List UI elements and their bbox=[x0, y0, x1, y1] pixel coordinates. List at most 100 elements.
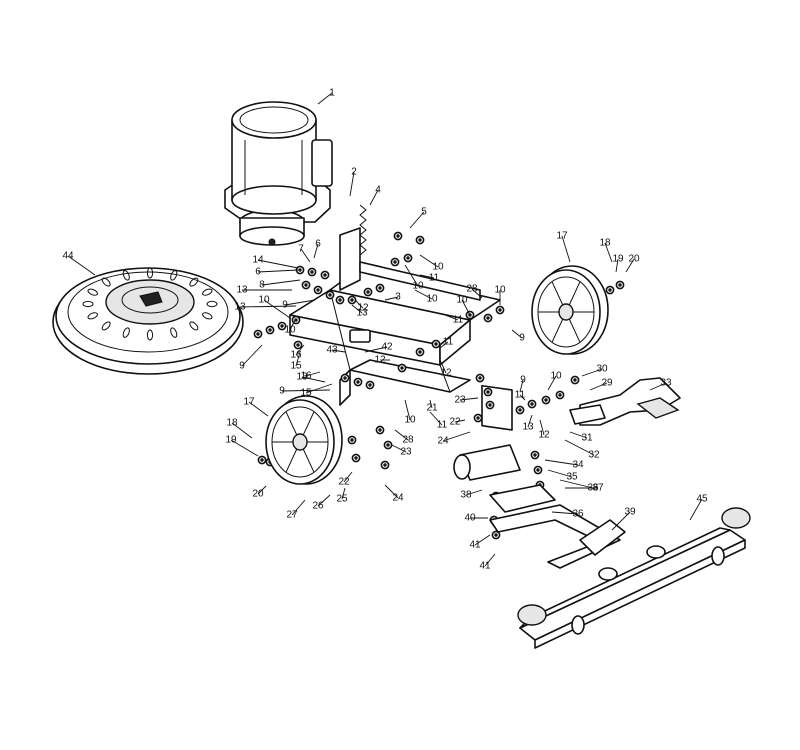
pad-slot bbox=[202, 288, 213, 296]
leader-line bbox=[391, 444, 407, 453]
leader-line bbox=[404, 399, 411, 421]
leader-line bbox=[544, 459, 579, 466]
leader-line bbox=[248, 401, 269, 417]
callout-number: 11 bbox=[515, 390, 526, 401]
spring bbox=[359, 204, 367, 256]
hardware-hole bbox=[418, 350, 422, 354]
callout-number: 15 bbox=[290, 361, 302, 372]
callout-number: 39 bbox=[624, 507, 636, 518]
callout-number: 13 bbox=[522, 422, 534, 433]
leader-line bbox=[231, 422, 253, 439]
callout-number: 12 bbox=[440, 368, 452, 379]
leader-line bbox=[442, 431, 471, 442]
hardware-hole bbox=[618, 283, 622, 287]
hardware-hole bbox=[418, 238, 422, 242]
leader-line bbox=[551, 511, 579, 515]
hardware-hole bbox=[396, 234, 400, 238]
hardware-hole bbox=[533, 453, 537, 457]
callout-number: 10 bbox=[432, 262, 444, 273]
hardware-hole bbox=[486, 390, 490, 394]
callout-number: 7 bbox=[298, 244, 304, 255]
leader-line bbox=[384, 484, 399, 499]
leader-line bbox=[589, 382, 608, 391]
hardware-hole bbox=[536, 468, 540, 472]
leader-line bbox=[300, 248, 311, 263]
callout-number: 28 bbox=[402, 435, 414, 446]
leader-line bbox=[257, 259, 299, 269]
callout-number: 36 bbox=[587, 483, 599, 494]
leader-line bbox=[281, 389, 331, 392]
hardware-hole bbox=[544, 398, 548, 402]
leader-line bbox=[465, 489, 483, 496]
hardware-hole bbox=[368, 383, 372, 387]
pad-slot bbox=[82, 300, 94, 308]
foot-pedal bbox=[569, 377, 681, 426]
wheel-left bbox=[265, 395, 343, 485]
callout-number: 40 bbox=[464, 513, 476, 524]
hardware-hole bbox=[328, 293, 332, 297]
callout-number: 9 bbox=[279, 386, 285, 397]
hardware-hole bbox=[256, 332, 260, 336]
handle-bracket bbox=[453, 444, 556, 513]
hardware-hole bbox=[393, 260, 397, 264]
callout-number: 15 bbox=[300, 388, 312, 399]
callout-number: 22 bbox=[338, 477, 350, 488]
leader-line bbox=[625, 258, 635, 273]
callout-number: 27 bbox=[286, 510, 298, 521]
hardware-hole bbox=[338, 298, 342, 302]
callout-number: 25 bbox=[336, 494, 348, 505]
hardware-hole bbox=[518, 408, 522, 412]
pad-slot bbox=[122, 270, 130, 281]
callout-number: 6 bbox=[255, 267, 261, 278]
callout-number: 44 bbox=[62, 251, 74, 262]
hardware-hole bbox=[323, 273, 327, 277]
hardware-hole bbox=[400, 366, 404, 370]
leader-line bbox=[547, 469, 573, 478]
callout-number: 13 bbox=[234, 302, 246, 313]
pad-slot bbox=[146, 329, 154, 341]
callout-number: 10 bbox=[456, 295, 468, 306]
hardware-hole bbox=[530, 402, 534, 406]
callout-number: 12 bbox=[538, 430, 550, 441]
leader-line bbox=[230, 439, 259, 457]
leader-line bbox=[471, 288, 483, 299]
leader-line bbox=[305, 383, 333, 394]
leader-line bbox=[615, 258, 619, 273]
callout-number: 24 bbox=[437, 436, 449, 447]
leader-line bbox=[511, 329, 523, 339]
leader-line bbox=[454, 419, 466, 423]
pad-slot bbox=[122, 327, 130, 338]
callout-number: 26 bbox=[312, 501, 324, 512]
leader-line bbox=[429, 399, 433, 409]
leader-line bbox=[547, 375, 557, 391]
leader-lines bbox=[67, 92, 703, 567]
hardware-hole bbox=[378, 286, 382, 290]
callout-number: 43 bbox=[326, 345, 338, 356]
callout-number: 21 bbox=[426, 403, 438, 414]
leader-line bbox=[559, 479, 594, 489]
callout-number: 8 bbox=[259, 280, 265, 291]
hardware-hole bbox=[498, 308, 502, 312]
leader-line bbox=[305, 371, 321, 377]
callout-number: 9 bbox=[520, 375, 526, 386]
leader-line bbox=[439, 359, 447, 374]
hardware-hole bbox=[366, 290, 370, 294]
leader-line bbox=[404, 264, 419, 287]
callout-number: 3 bbox=[395, 292, 401, 303]
hardware-hole bbox=[383, 463, 387, 467]
leader-line bbox=[67, 255, 96, 276]
callout-number: 23 bbox=[400, 447, 412, 458]
callout-number: 10 bbox=[412, 281, 424, 292]
callout-number: 33 bbox=[660, 378, 672, 389]
callout-number: 35 bbox=[566, 472, 578, 483]
callout-number: 18 bbox=[226, 418, 238, 429]
chassis-frame bbox=[289, 227, 513, 431]
leader-line bbox=[289, 319, 296, 331]
leader-line bbox=[484, 553, 496, 567]
pad-slot bbox=[189, 321, 199, 331]
hardware-hole bbox=[608, 288, 612, 292]
leader-line bbox=[295, 351, 301, 367]
callout-number: 37 bbox=[592, 483, 604, 494]
